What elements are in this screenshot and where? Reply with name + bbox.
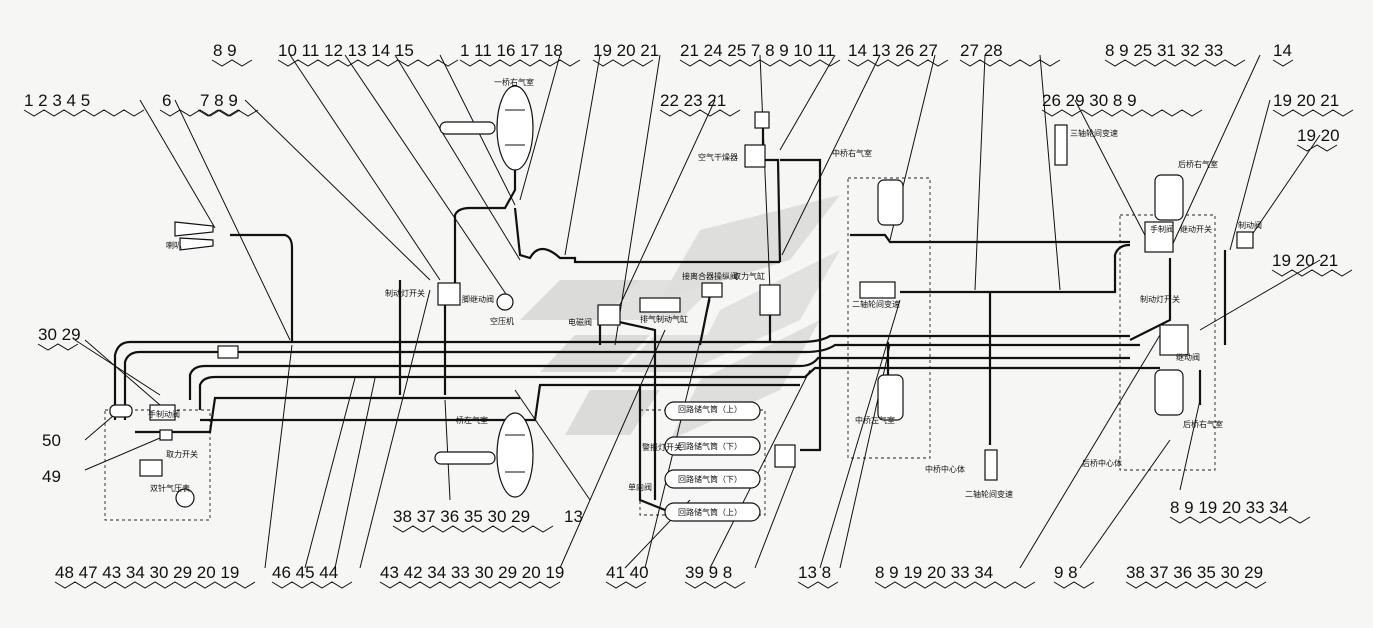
label-hand-valve: 手制阀 <box>1150 224 1174 234</box>
label-relay-valve: 继动阀 <box>1176 352 1200 362</box>
callout-top-2: 6 <box>162 91 171 110</box>
callout-left-3: 49 <box>42 467 61 486</box>
callout-top-8: 22 23 21 <box>660 91 726 110</box>
callout-top-14: 14 <box>1273 41 1292 60</box>
label-drain-switch: 警报灯开关 <box>642 442 682 452</box>
callout-top-10: 14 13 26 27 <box>848 41 938 60</box>
callout-bot-5: 39 9 8 <box>685 563 732 582</box>
front-right-chamber-icon <box>439 85 534 171</box>
label-foot-brake-valve: 脚继动阀 <box>462 294 494 304</box>
label-rear-axle-center: 后桥中心体 <box>1082 458 1122 468</box>
label-tank-lower-1: 回路储气筒（下） <box>678 441 742 451</box>
callout-underlines <box>23 59 1354 589</box>
callouts-top-left: 1 2 3 4 5 6 7 8 9 8 9 10 11 12 13 14 15 … <box>24 41 1340 582</box>
label-exhaust-brake: 排气制动气缸 <box>640 314 688 324</box>
label-mid-right-chamber: 中桥右气室 <box>832 148 872 158</box>
front-left-chamber-icon <box>434 412 534 498</box>
callout-bot-4: 41 40 <box>606 563 649 582</box>
compressor-icon <box>496 293 514 311</box>
callout-top-16: 19 20 <box>1297 126 1340 145</box>
label-hand-brake-valve: 手制动阀 <box>148 409 180 419</box>
callout-top-1: 1 2 3 4 5 <box>24 91 90 110</box>
label-horn: 喇叭 <box>166 240 182 250</box>
label-solenoid-valve: 电磁阀 <box>568 317 592 327</box>
callout-top-9: 21 24 25 7 8 9 10 11 <box>680 41 835 60</box>
horn-icon <box>174 221 214 237</box>
callout-bot-6: 13 8 <box>798 563 831 582</box>
air-dryer-icon <box>744 144 766 168</box>
callout-bot-3: 43 42 34 33 30 29 20 19 <box>380 563 564 582</box>
callout-mid-1: 38 37 36 35 30 29 <box>393 507 530 526</box>
label-tank-upper-2: 回路储气筒（上） <box>678 507 742 517</box>
callout-right-2: 8 9 19 20 33 34 <box>1170 498 1288 517</box>
callout-left-1: 30 29 <box>38 325 81 344</box>
callout-bot-9: 38 37 36 35 30 29 <box>1126 563 1263 582</box>
label-tank-upper-1: 回路储气筒（上） <box>678 404 742 414</box>
callout-right-1: 19 20 21 <box>1272 251 1338 270</box>
label-inter-wheel-diff: 二轴轮间变速 <box>852 299 900 309</box>
label-front-left-chamber: 一桥左气室 <box>448 415 488 425</box>
label-check-valve: 单向阀 <box>628 482 652 492</box>
component-labels: 一桥右气室 一桥左气室 喇叭 脚继动阀 空压机 电磁阀 排气制动气缸 接离合器操… <box>148 77 1262 517</box>
foot-brake-valve-icon <box>437 282 461 306</box>
label-tank-lower-2: 回路储气筒（下） <box>678 474 742 484</box>
callout-top-3: 7 8 9 <box>200 91 238 110</box>
callout-top-11: 27 28 <box>960 41 1003 60</box>
label-brake-light-switch: 制动灯开关 <box>1140 294 1180 304</box>
label-three-axle-diff: 三轴轮间变速 <box>1070 128 1118 138</box>
callout-left-2: 50 <box>42 431 61 450</box>
label-compressor: 空压机 <box>490 316 514 326</box>
label-brake-valve: 制动阀 <box>1238 220 1262 230</box>
callout-top-13: 8 9 25 31 32 33 <box>1105 41 1223 60</box>
label-pto-switch: 取力开关 <box>166 449 198 459</box>
label-mid-left-chamber: 中桥左气室 <box>855 415 895 425</box>
label-rear-right-chamber: 后桥右气室 <box>1178 159 1218 169</box>
label-front-right-chamber: 一桥右气室 <box>494 77 534 87</box>
main-pipe-bundle <box>113 334 1160 434</box>
label-relay-switch: 继动开关 <box>1180 224 1212 234</box>
air-tanks-icon <box>664 401 761 522</box>
callout-top-7: 19 20 21 <box>593 41 659 60</box>
leader-lines <box>74 54 1321 569</box>
label-brake-light-switch-2: 制动灯开关 <box>385 288 425 298</box>
label-rear-right-chamber-2: 后桥右气室 <box>1183 419 1223 429</box>
callout-top-12: 26 29 30 8 9 <box>1042 91 1137 110</box>
label-air-dryer: 空气干燥器 <box>698 152 738 162</box>
callout-bot-8: 9 8 <box>1054 563 1078 582</box>
callout-top-15: 19 20 21 <box>1273 91 1339 110</box>
callout-bot-2: 46 45 44 <box>272 563 338 582</box>
label-mid-axle-center: 中桥中心体 <box>925 464 965 474</box>
callout-top-5: 10 11 12 13 14 15 <box>278 41 414 60</box>
callout-top-6: 1 11 16 17 18 <box>460 41 563 60</box>
components <box>109 85 1254 522</box>
label-pto-cylinder: 取力气缸 <box>733 271 765 281</box>
label-inter-wheel-diff-2: 二轴轮间变速 <box>965 489 1013 499</box>
gauge-icon <box>175 488 195 508</box>
callout-top-4: 8 9 <box>213 41 237 60</box>
callout-bot-7: 8 9 19 20 33 34 <box>875 563 993 582</box>
callout-bot-1: 48 47 43 34 30 29 20 19 <box>55 563 239 582</box>
callout-mid-2: 13 <box>564 507 583 526</box>
label-dual-gauge: 双针气压表 <box>150 483 190 493</box>
label-clutch-valve: 接离合器操纵阀 <box>682 271 738 281</box>
